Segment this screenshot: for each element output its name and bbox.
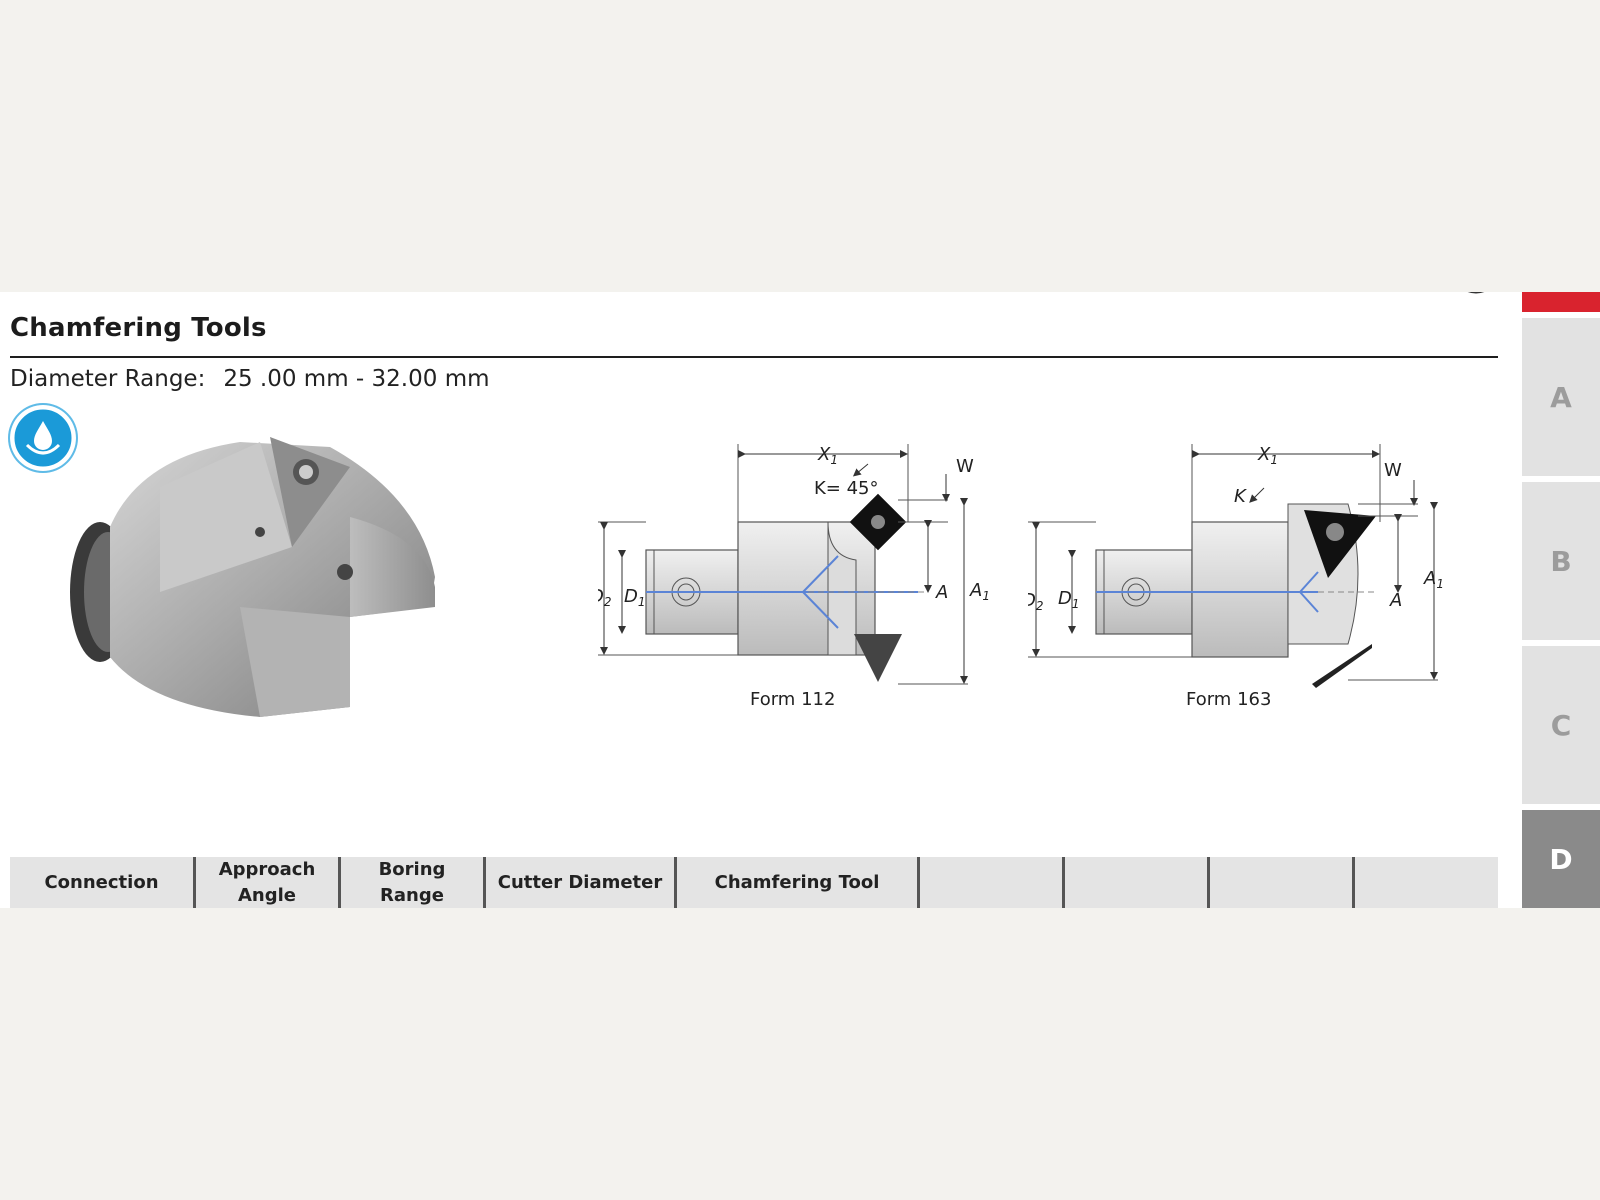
w-label: W — [956, 456, 974, 477]
catalog-page: Chamfering Tools Diameter Range: 25 .00 m… — [0, 292, 1600, 908]
col-connection: Connection — [10, 857, 196, 908]
svg-text:D1: D1 — [1058, 588, 1080, 611]
svg-text:X1: X1 — [817, 444, 838, 467]
col-chamfering-tool: Chamfering Tool — [677, 857, 920, 908]
section-tabs: A B C D — [1522, 292, 1600, 908]
a1-label: A — [1423, 568, 1436, 589]
d2-label: D — [1028, 590, 1036, 611]
x1-label: X — [817, 444, 831, 465]
page-title: Chamfering Tools — [10, 313, 267, 343]
a-label: A — [1389, 590, 1402, 611]
svg-text:A1: A1 — [1423, 568, 1444, 591]
form-112-label: Form 112 — [750, 689, 836, 710]
col-empty-4 — [1355, 857, 1498, 908]
col-cutter-diameter: Cutter Diameter — [486, 857, 677, 908]
tab-a[interactable]: A — [1522, 318, 1600, 476]
sidebar-accent-bar — [1522, 292, 1600, 312]
brand-logo-icon — [1467, 292, 1485, 294]
x1-label: X — [1257, 444, 1271, 465]
coolant-drop-icon — [10, 405, 76, 471]
w-label: W — [1384, 460, 1402, 481]
svg-text:X1: X1 — [1257, 444, 1278, 467]
diameter-range-value: 25 .00 mm - 32.00 mm — [223, 366, 490, 392]
k-angle-label: K= 45° — [814, 478, 879, 499]
svg-text:D1: D1 — [624, 586, 646, 609]
tab-b[interactable]: B — [1522, 482, 1600, 640]
diameter-range: Diameter Range: 25 .00 mm - 32.00 mm — [10, 366, 490, 392]
tab-c[interactable]: C — [1522, 646, 1600, 804]
svg-text:A1: A1 — [969, 580, 990, 603]
form-163-diagram: X1 K W A A1 D2 D1 — [1028, 444, 1444, 688]
d1-label: D — [624, 586, 638, 607]
k-angle-label: K — [1234, 486, 1247, 507]
a-label: A — [935, 582, 948, 603]
chamfering-tool-photo — [70, 437, 435, 717]
diameter-range-label: Diameter Range: — [10, 366, 206, 392]
a1-label: A — [969, 580, 982, 601]
form-163-label: Form 163 — [1186, 689, 1272, 710]
col-empty-2 — [1065, 857, 1210, 908]
title-divider — [10, 356, 1498, 358]
tab-d[interactable]: D — [1522, 810, 1600, 908]
col-empty-1 — [920, 857, 1065, 908]
svg-text:D2: D2 — [1028, 590, 1044, 613]
d2-label: D — [598, 586, 604, 607]
form-112-diagram: X1 K= 45° W A A1 D2 D1 — [598, 444, 990, 685]
svg-text:D2: D2 — [598, 586, 612, 609]
d1-label: D — [1058, 588, 1072, 609]
col-empty-3 — [1210, 857, 1355, 908]
